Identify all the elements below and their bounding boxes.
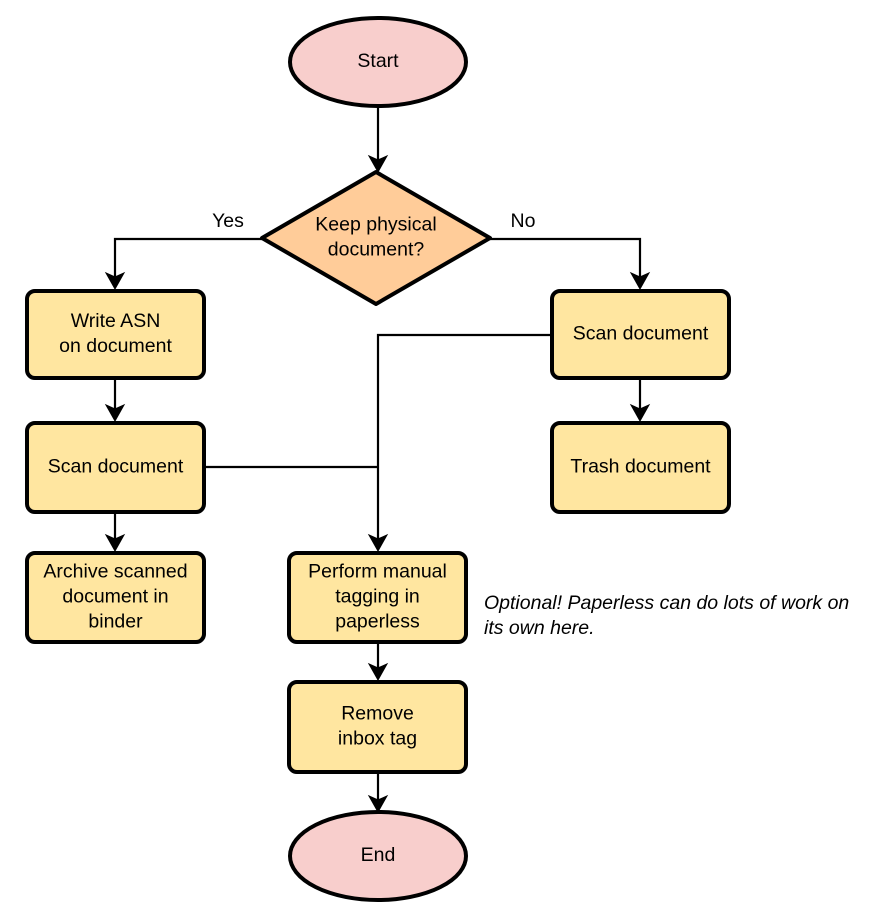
decision-shape [260, 170, 492, 306]
node-label-line: Trash document [570, 456, 711, 478]
node-start[interactable]: Start [288, 16, 468, 108]
node-archive-scanned[interactable]: Archive scanned document in binder [25, 551, 206, 644]
terminator-shape [288, 16, 468, 108]
node-keep-physical[interactable]: Keep physical document? [260, 170, 492, 306]
node-label-line: inbox tag [338, 728, 417, 750]
annotations-layer: Optional! Paperless can do lots of work … [484, 592, 849, 639]
node-label-line: Scan document [573, 323, 709, 345]
node-label: Scan document [48, 456, 184, 478]
node-label: Remove inbox tag [338, 703, 417, 750]
arrow-head-icon [629, 271, 651, 291]
node-label: Perform manual tagging in paperless [308, 561, 447, 633]
node-label-line: document in [62, 586, 168, 608]
edge-path [490, 237, 642, 283]
node-label: Write ASN on document [59, 310, 172, 357]
edge-start-to-decision [367, 106, 389, 174]
edge-label-yes: Yes [212, 210, 244, 232]
arrow-head-icon [629, 403, 651, 423]
node-remove-inbox-tag[interactable]: Remove inbox tag [287, 680, 468, 774]
node-perform-manual-tagging[interactable]: Perform manual tagging in paperless [287, 551, 468, 644]
node-label: Archive scanned document in binder [43, 561, 187, 633]
node-label: Scan document [573, 323, 709, 345]
node-scan-document-right[interactable]: Scan document [550, 289, 731, 380]
node-label: End [361, 844, 396, 866]
edge-path [113, 237, 262, 283]
edge-write-asn-to-scan-left [104, 378, 126, 423]
node-label-line: binder [88, 611, 143, 633]
node-label-line: tagging in [335, 586, 420, 608]
node-label-line: Start [357, 50, 399, 72]
edge-path [376, 333, 552, 545]
node-label-line: Write ASN [71, 310, 161, 332]
edge-decision-to-write-asn: Yes [104, 210, 262, 291]
node-label: Keep physical document? [315, 214, 436, 261]
node-label-line: Perform manual [308, 561, 447, 583]
process-shape [287, 680, 468, 774]
edge-scan-right-to-trash [629, 378, 651, 423]
node-scan-document-left[interactable]: Scan document [25, 421, 206, 514]
node-label-line: paperless [335, 611, 420, 633]
node-label-line: on document [59, 335, 172, 357]
node-label-line: End [361, 844, 396, 866]
edge-decision-to-scan-right: No [490, 210, 651, 291]
process-shape [25, 289, 206, 380]
edge-scan-right-to-tagging [367, 333, 552, 553]
node-trash-document[interactable]: Trash document [550, 421, 731, 514]
terminator-shape [288, 810, 468, 902]
node-label-line: Scan document [48, 456, 184, 478]
arrow-head-icon [367, 662, 389, 682]
node-label: Start [357, 50, 399, 72]
edges-layer: Yes No [104, 106, 651, 814]
node-label-line: document? [328, 239, 425, 261]
node-label: Trash document [570, 456, 711, 478]
edge-label-no: No [511, 210, 536, 232]
arrow-head-icon [104, 271, 126, 291]
node-label-line: Keep physical [315, 214, 436, 236]
arrow-head-icon [104, 533, 126, 553]
edge-remove-inbox-to-end [367, 772, 389, 814]
process-shape [287, 551, 468, 644]
arrow-head-icon [367, 533, 389, 553]
annotation-optional-note: Optional! Paperless can do lots of work … [484, 592, 849, 639]
annotation-line: its own here. [484, 617, 595, 639]
node-write-asn[interactable]: Write ASN on document [25, 289, 206, 380]
process-shape [550, 289, 731, 380]
edge-tagging-to-remove-inbox [367, 642, 389, 682]
annotation-line: Optional! Paperless can do lots of work … [484, 592, 849, 614]
node-end[interactable]: End [288, 810, 468, 902]
node-label-line: Archive scanned [43, 561, 187, 583]
process-shape [550, 421, 731, 514]
process-shape [25, 421, 206, 514]
arrow-head-icon [367, 794, 389, 814]
arrow-head-icon [367, 154, 389, 174]
arrow-head-icon [104, 403, 126, 423]
process-shape [25, 551, 206, 644]
edge-scan-left-to-archive [104, 512, 126, 553]
node-label-line: Remove [341, 703, 414, 725]
